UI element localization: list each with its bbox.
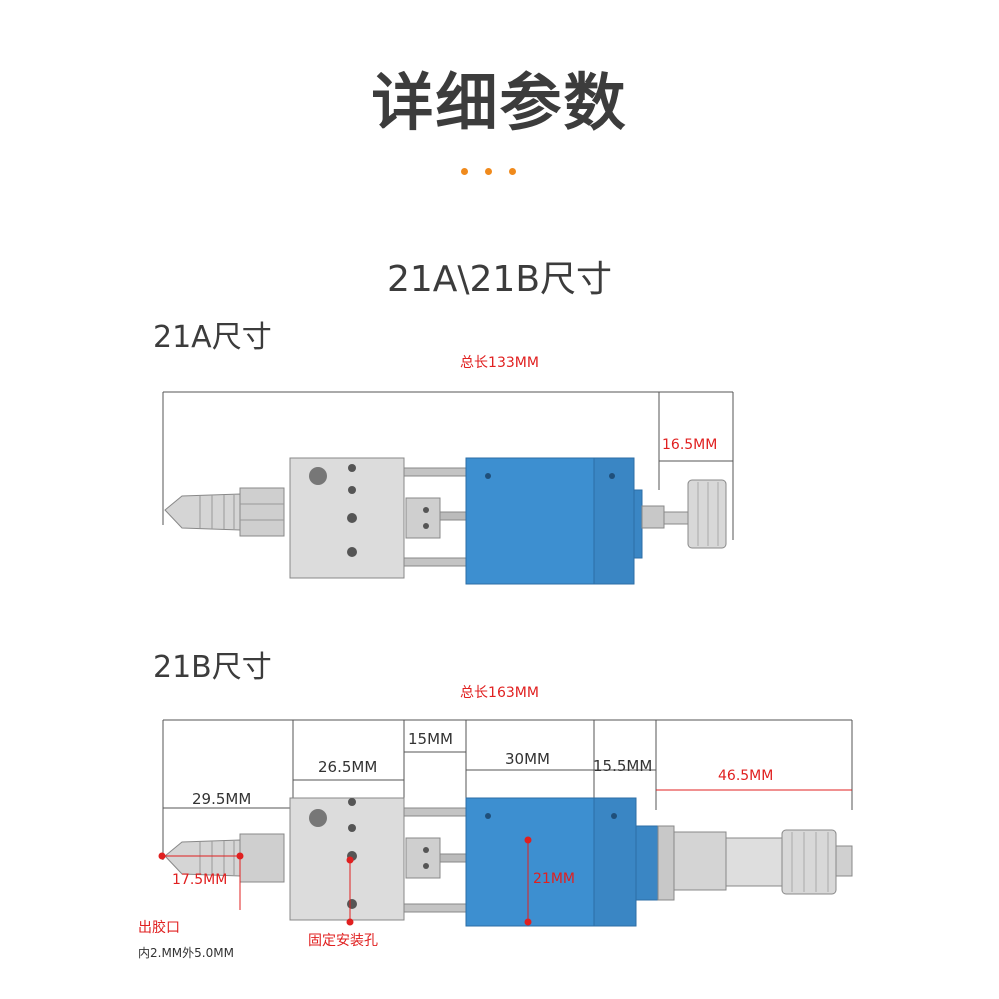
accent-dot-1	[461, 168, 468, 175]
accent-dot-2	[485, 168, 492, 175]
nozzle-length-dimension: 29.5MM	[192, 790, 252, 808]
model-a-rear-dimension: 16.5MM	[662, 437, 718, 453]
model-b-red-markers	[158, 836, 532, 926]
model-a-dispenser-valve	[164, 457, 727, 585]
model-b-dispenser-valve	[164, 797, 853, 927]
model-a-label: 21A尺寸	[153, 320, 272, 355]
end-block-dimension: 15.5MM	[593, 757, 653, 775]
mount-hole-label: 固定安装孔	[308, 933, 378, 949]
outlet-label: 出胶口	[138, 920, 180, 936]
nozzle-offset-dimension: 17.5MM	[172, 872, 228, 888]
model-b-drawing	[158, 719, 853, 927]
blue-block-dimension: 30MM	[505, 750, 550, 768]
page-title: 详细参数	[371, 66, 628, 139]
section-title: 21A\21B尺寸	[386, 259, 613, 300]
accent-dot-3	[509, 168, 516, 175]
height-dimension: 21MM	[533, 871, 575, 887]
model-a-total-length: 总长133MM	[460, 355, 539, 371]
body-length-dimension: 26.5MM	[318, 758, 378, 776]
model-a-drawing	[162, 391, 734, 585]
model-a-dimension-lines	[162, 391, 734, 540]
model-b-dimension-lines	[162, 719, 853, 860]
model-b-label: 21B尺寸	[153, 650, 272, 685]
micrometer-dimension: 46.5MM	[718, 768, 774, 784]
model-b-total-length: 总长163MM	[460, 685, 539, 701]
gap-dimension: 15MM	[408, 730, 453, 748]
outlet-spec: 内2.MM外5.0MM	[138, 946, 234, 960]
